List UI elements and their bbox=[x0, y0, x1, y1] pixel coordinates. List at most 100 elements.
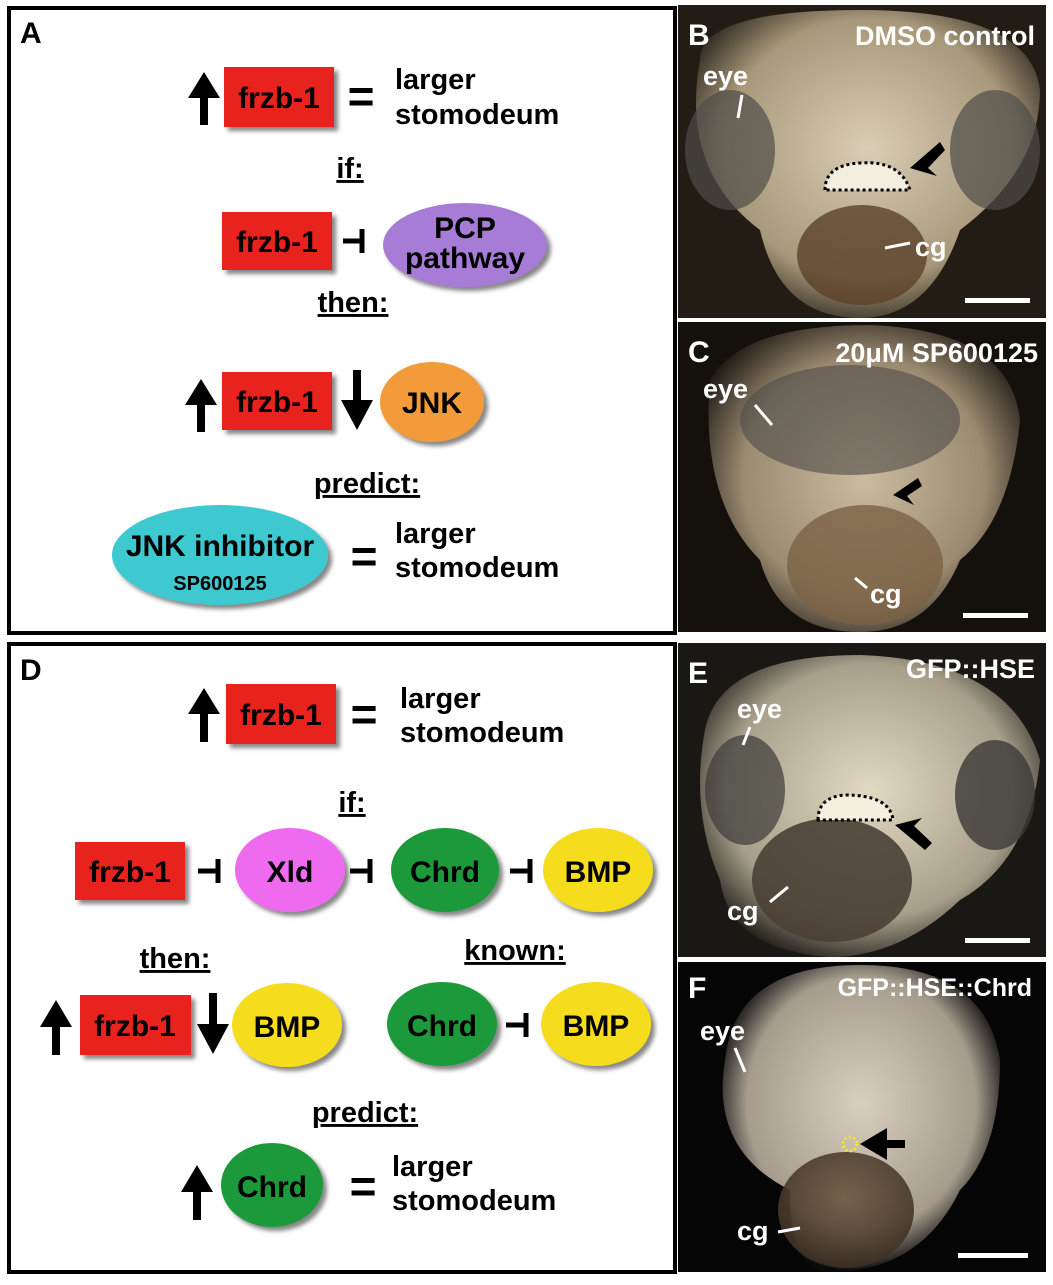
up-arrow-icon bbox=[188, 72, 220, 125]
cg-label: cg bbox=[727, 896, 759, 926]
label-line bbox=[733, 1047, 747, 1073]
cg-label: cg bbox=[737, 1216, 769, 1246]
pcp-pathway-node bbox=[383, 203, 547, 287]
arrow-icon bbox=[893, 478, 922, 505]
result-text: stomodeum bbox=[395, 552, 559, 584]
panel-letter: A bbox=[20, 17, 42, 50]
down-arrow-icon bbox=[197, 993, 229, 1054]
result-text: larger bbox=[392, 1151, 473, 1183]
frzb1-box bbox=[75, 842, 185, 900]
chrd-node bbox=[391, 828, 499, 912]
result-text: larger bbox=[400, 683, 481, 715]
photo-c-sp600125: C 20μM SP600125 eye cg bbox=[678, 322, 1046, 632]
label-line bbox=[753, 404, 774, 426]
gene-label: frzb-1 bbox=[238, 82, 320, 115]
inhibit-icon bbox=[506, 1013, 529, 1037]
if-label: if: bbox=[336, 153, 363, 185]
arrow-icon bbox=[910, 142, 945, 176]
inhibit-icon bbox=[510, 859, 533, 883]
scale-bar bbox=[963, 613, 1028, 618]
arrow-icon bbox=[895, 818, 932, 850]
eye-region bbox=[705, 735, 785, 845]
frzb1-box bbox=[222, 212, 332, 270]
panel-letter: F bbox=[688, 972, 706, 1005]
gene-label: frzb-1 bbox=[236, 386, 318, 419]
equals-sign: = bbox=[351, 530, 378, 582]
predict-label: predict: bbox=[312, 1097, 418, 1129]
bmp-node bbox=[543, 828, 653, 912]
eye-region bbox=[950, 90, 1040, 210]
node-label: JNK inhibitor bbox=[126, 530, 315, 563]
up-arrow-icon bbox=[181, 1165, 213, 1220]
node-label: PCP bbox=[434, 212, 496, 245]
inhibit-icon bbox=[350, 859, 373, 883]
stomodeum-outline bbox=[816, 793, 895, 822]
frzb1-box bbox=[80, 995, 191, 1055]
node-sublabel: SP600125 bbox=[173, 573, 266, 595]
label-line bbox=[736, 94, 744, 119]
inhibit-icon bbox=[198, 859, 221, 883]
bmp-node bbox=[232, 983, 342, 1067]
gene-label: frzb-1 bbox=[94, 1010, 176, 1043]
eye-region bbox=[740, 365, 960, 475]
equals-sign: = bbox=[348, 70, 375, 122]
photo-title: DMSO control bbox=[855, 21, 1035, 51]
eye-label: eye bbox=[700, 1016, 745, 1046]
panel-a-frame bbox=[7, 6, 677, 635]
eye-label: eye bbox=[703, 61, 748, 91]
result-text: larger bbox=[395, 64, 476, 96]
panel-letter: E bbox=[688, 657, 708, 690]
label-line bbox=[777, 1226, 801, 1234]
frzb1-box bbox=[226, 684, 336, 744]
panel-letter: C bbox=[688, 336, 710, 369]
cg-label: cg bbox=[915, 232, 947, 262]
arrow-icon bbox=[860, 1128, 905, 1160]
down-arrow-icon bbox=[341, 370, 373, 430]
node-label: Chrd bbox=[410, 856, 480, 889]
panel-a: A frzb-1 = larger stomodeum if: frzb-1 P… bbox=[7, 6, 677, 635]
up-arrow-icon bbox=[40, 1000, 72, 1055]
eye-region bbox=[685, 90, 775, 210]
photo-f-gfp-hse-chrd: F GFP::HSE::Chrd eye cg bbox=[678, 962, 1046, 1272]
up-arrow-icon bbox=[188, 688, 220, 742]
gene-label: frzb-1 bbox=[240, 699, 322, 732]
then-label: then: bbox=[140, 943, 211, 975]
xld-node bbox=[235, 828, 345, 912]
known-label: known: bbox=[464, 935, 566, 967]
stomodeum-outline bbox=[823, 161, 913, 192]
scale-bar bbox=[965, 938, 1030, 943]
scale-bar bbox=[958, 1253, 1028, 1258]
label-line bbox=[741, 726, 752, 746]
eye-region bbox=[955, 740, 1035, 850]
label-line bbox=[769, 885, 789, 904]
equals-sign: = bbox=[351, 688, 378, 740]
result-text: stomodeum bbox=[392, 1185, 556, 1217]
chrd-node bbox=[221, 1143, 323, 1227]
chrd-node bbox=[387, 982, 497, 1066]
then-label: then: bbox=[318, 287, 389, 319]
photo-title: GFP::HSE::Chrd bbox=[838, 974, 1032, 1002]
cement-gland bbox=[797, 205, 927, 305]
node-label: Chrd bbox=[407, 1010, 477, 1043]
frzb1-box bbox=[222, 372, 332, 430]
eye-label: eye bbox=[737, 694, 782, 724]
node-label: Xld bbox=[267, 856, 314, 889]
frzb1-box bbox=[224, 67, 334, 127]
result-text: stomodeum bbox=[400, 717, 564, 749]
panel-d: D frzb-1 = larger stomodeum if: frzb-1 X… bbox=[7, 642, 677, 1274]
panel-letter: D bbox=[20, 654, 42, 687]
cg-label: cg bbox=[870, 579, 902, 609]
node-label: BMP bbox=[565, 856, 632, 889]
panel-d-frame bbox=[7, 642, 677, 1274]
cement-gland bbox=[752, 818, 912, 942]
node-label: BMP bbox=[254, 1011, 321, 1044]
eye-label: eye bbox=[703, 374, 748, 404]
scale-bar bbox=[965, 298, 1030, 303]
photo-e-gfp-hse: E GFP::HSE eye cg bbox=[678, 643, 1046, 957]
stomodeum-outline bbox=[841, 1135, 859, 1153]
node-label: Chrd bbox=[237, 1171, 307, 1204]
photo-b-dmso-control: B DMSO control eye cg bbox=[678, 5, 1046, 318]
label-line bbox=[884, 241, 911, 250]
gene-label: frzb-1 bbox=[236, 226, 318, 259]
